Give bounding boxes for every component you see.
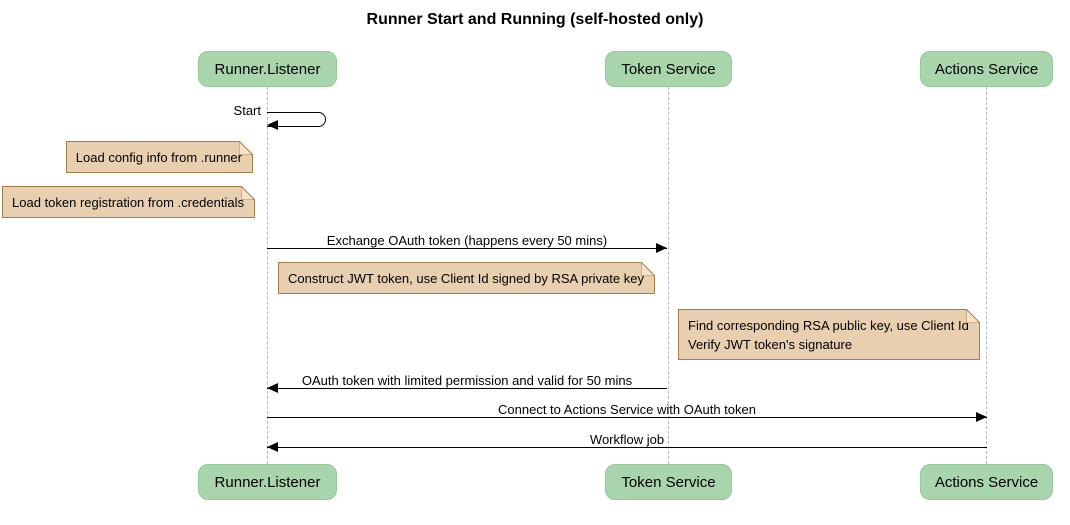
note-load-config: Load config info from .runner xyxy=(65,141,253,173)
message-start-self-loop xyxy=(267,112,326,127)
note-construct-jwt: Construct JWT token, use Client Id signe… xyxy=(278,262,655,294)
message-workflow-job-label: Workflow job xyxy=(589,432,665,447)
lifeline-actions-service xyxy=(986,87,987,464)
note-text: Construct JWT token, use Client Id signe… xyxy=(288,271,644,286)
note-text: Load config info from .runner xyxy=(75,150,242,165)
lifeline-token-service xyxy=(668,87,669,464)
message-exchange-oauth-arrowhead-icon xyxy=(656,243,667,253)
note-verify-jwt: Find corresponding RSA public key, use C… xyxy=(678,309,980,360)
note-fold-icon xyxy=(241,186,255,200)
message-start-arrowhead-icon xyxy=(267,120,278,130)
message-connect-actions-arrowhead-icon xyxy=(976,412,987,422)
message-connect-actions-line xyxy=(267,417,987,418)
diagram-title: Runner Start and Running (self-hosted on… xyxy=(366,11,704,28)
lifeline-runner-listener xyxy=(267,87,268,464)
note-text: Load token registration from .credential… xyxy=(12,195,244,210)
message-oauth-token-return-line xyxy=(267,388,667,389)
message-oauth-token-return-label: OAuth token with limited permission and … xyxy=(301,373,633,388)
note-fold-icon xyxy=(239,141,253,155)
participant-bottom-runner-listener: Runner.Listener xyxy=(198,464,337,500)
participant-top-runner-listener: Runner.Listener xyxy=(198,51,337,87)
note-load-token-registration: Load token registration from .credential… xyxy=(2,186,255,218)
message-exchange-oauth-line xyxy=(267,248,667,249)
participant-bottom-actions-service: Actions Service xyxy=(920,464,1053,500)
message-oauth-token-return-arrowhead-icon xyxy=(267,383,278,393)
participant-bottom-token-service: Token Service xyxy=(605,464,732,500)
participant-top-actions-service: Actions Service xyxy=(920,51,1053,87)
note-fold-icon xyxy=(640,262,655,276)
message-workflow-job-line xyxy=(267,447,987,448)
note-text: Find corresponding RSA public key, use C… xyxy=(688,318,969,333)
participant-top-token-service: Token Service xyxy=(605,51,732,87)
message-connect-actions-label: Connect to Actions Service with OAuth to… xyxy=(498,402,756,417)
note-text: Verify JWT token's signature xyxy=(688,337,853,352)
message-start-label: Start xyxy=(233,103,261,118)
note-fold-icon xyxy=(965,309,980,323)
message-exchange-oauth-label: Exchange OAuth token (happens every 50 m… xyxy=(326,233,608,248)
message-workflow-job-arrowhead-icon xyxy=(267,442,278,452)
